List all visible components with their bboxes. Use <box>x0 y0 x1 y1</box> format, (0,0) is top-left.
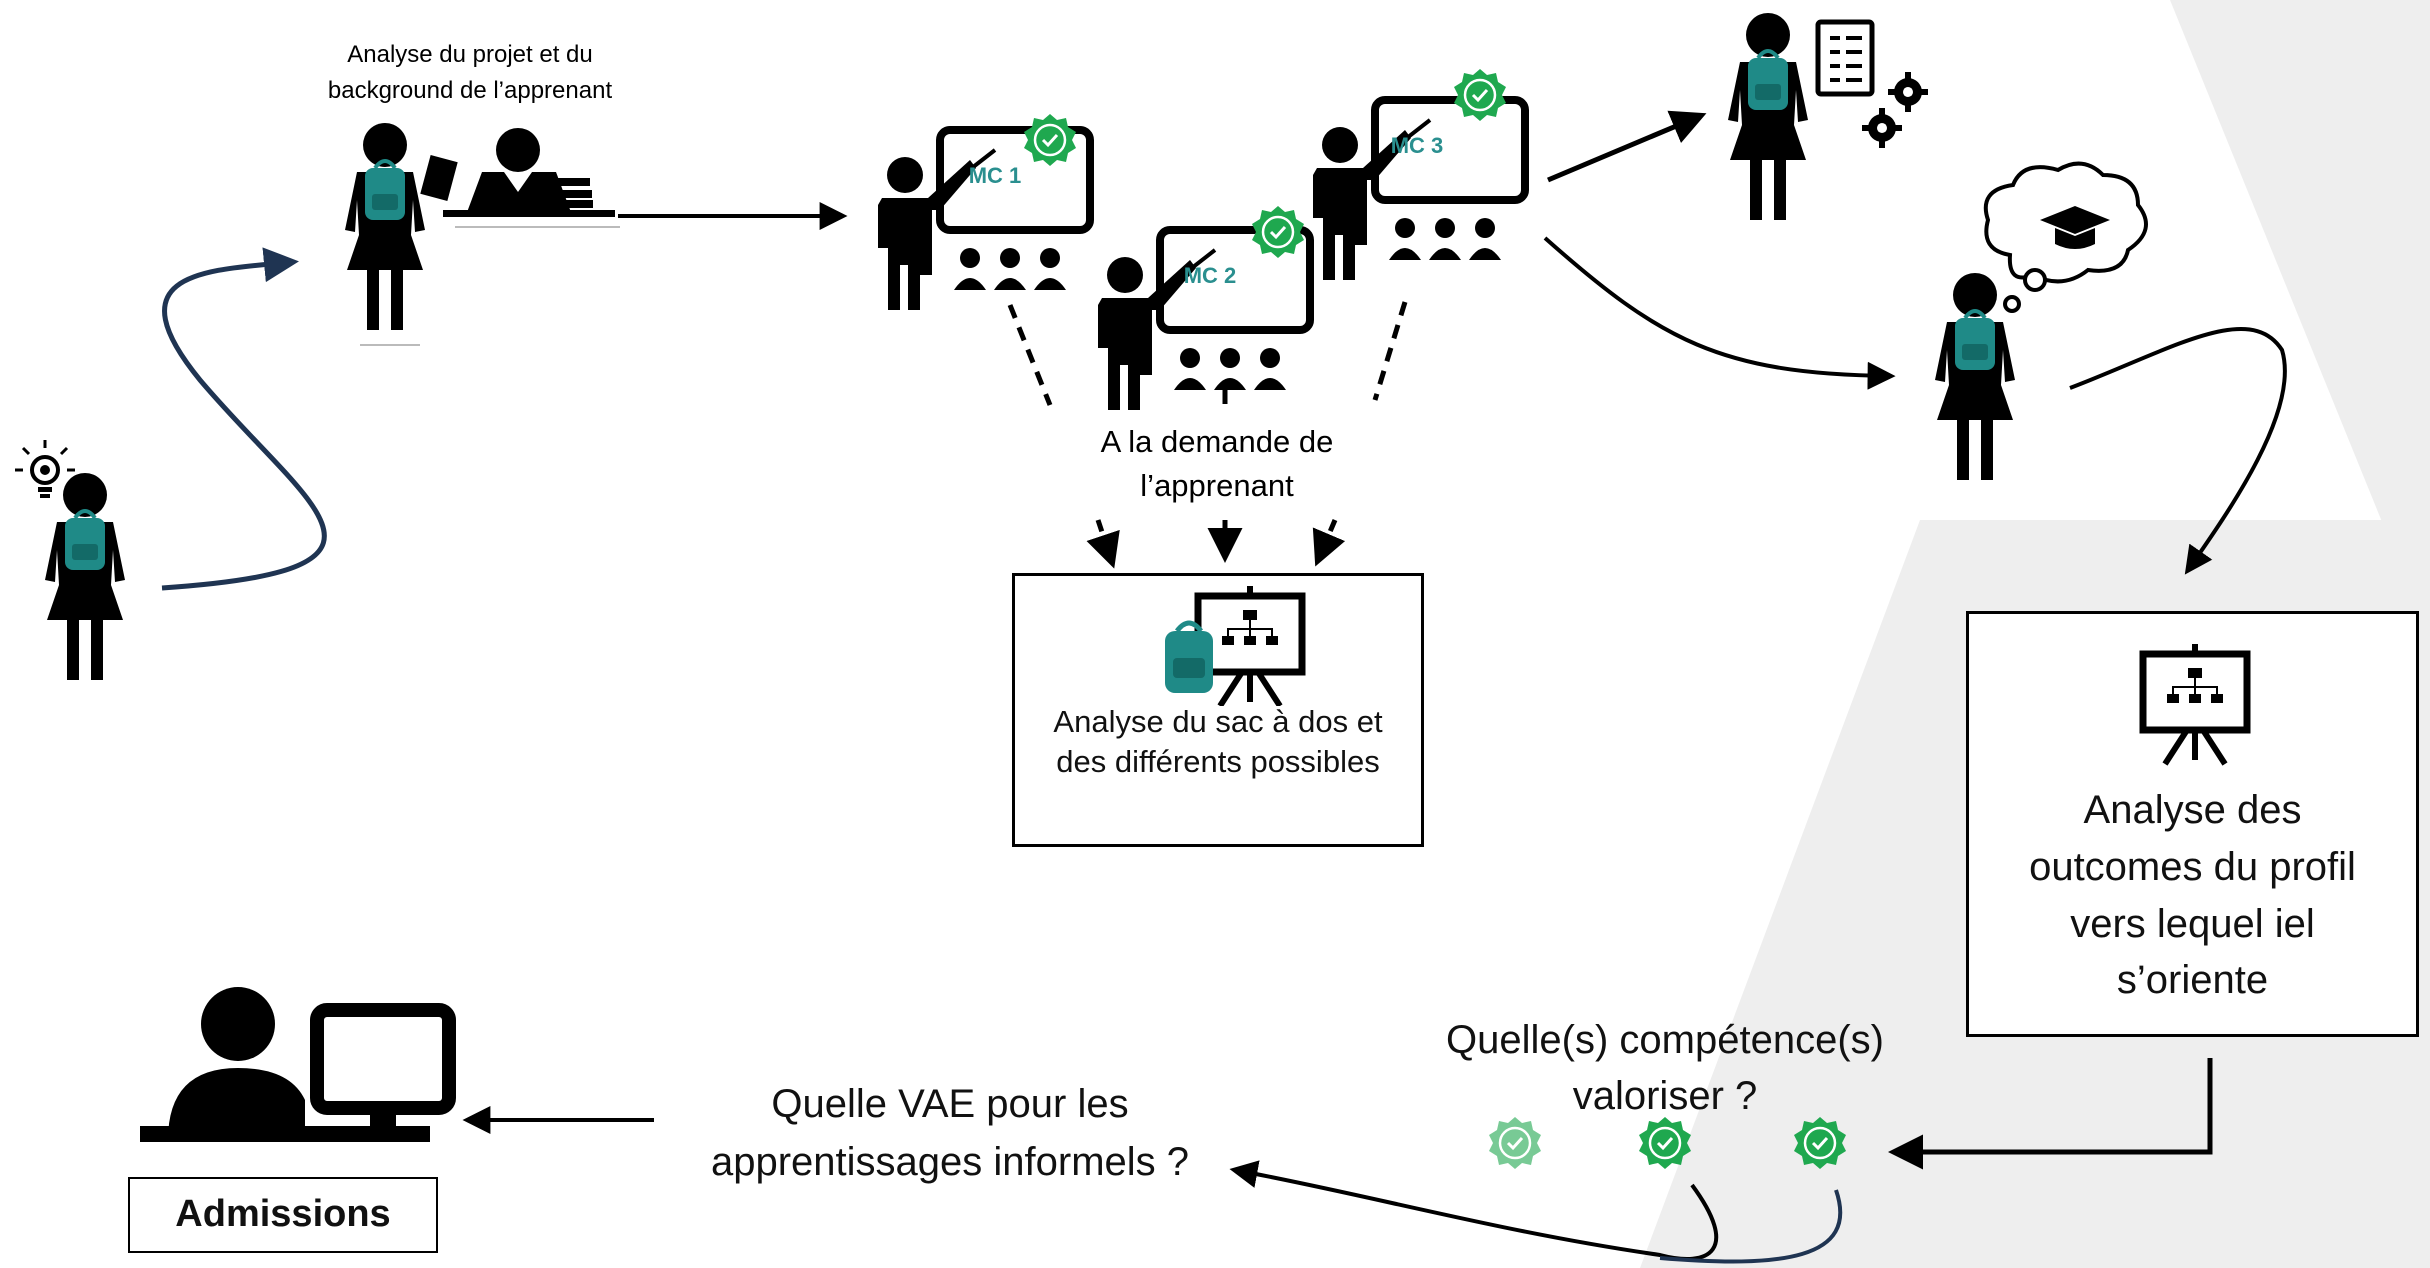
checklist-icon <box>1815 19 1875 97</box>
student-icon-start <box>43 471 127 682</box>
presentation-chart-icon <box>1165 586 1335 706</box>
analyse-sac-box: Analyse du sac à dos et des différents p… <box>1012 573 1424 847</box>
curve-to-reception <box>161 247 327 591</box>
dashed-connectors <box>1007 301 1408 410</box>
label-analyse-sac: Analyse du sac à dos et des différents p… <box>1053 704 1383 780</box>
teacher-board-icon-mc1: MC 1 <box>878 130 1090 310</box>
checkmark-badge-icon-mc3 <box>1452 67 1508 123</box>
label-competences: Quelle(s) compétence(s) valoriser ? <box>1446 1018 1884 1118</box>
teacher-board-icon-mc3: MC 3 <box>1313 100 1525 280</box>
checkmark-badge-icon-light <box>1487 1115 1543 1171</box>
mc-label-2: MC 2 <box>1184 263 1237 288</box>
receptionist-icon <box>343 121 620 346</box>
mc-label-3: MC 3 <box>1391 133 1444 158</box>
mc-label-1: MC 1 <box>969 163 1022 188</box>
admissions-button[interactable]: Admissions <box>128 1177 438 1253</box>
arrow-to-outcomes-box <box>2069 326 2287 575</box>
graduation-cap-icon <box>2040 206 2110 249</box>
computer-user-icon <box>140 987 456 1142</box>
admissions-label: Admissions <box>175 1193 391 1235</box>
gears-icon <box>1862 72 1928 148</box>
checkmark-badge-icon-mc2 <box>1250 204 1306 260</box>
background-stripe-right <box>2170 0 2430 640</box>
student-icon-thinking <box>1933 271 2017 482</box>
label-analyse-outcomes: Analyse des outcomes du profil vers lequ… <box>2029 788 2356 1003</box>
arrow-to-thinking-student <box>1543 236 1896 390</box>
teacher-board-icon-mc2: MC 2 <box>1098 230 1310 410</box>
arrow-outcomes-to-competences <box>1888 1058 2213 1170</box>
label-vae: Quelle VAE pour les apprentissages infor… <box>710 1082 1190 1184</box>
analyse-outcomes-box: Analyse des outcomes du profil vers lequ… <box>1966 611 2419 1037</box>
arrow-to-checklist <box>1547 110 1707 183</box>
presentation-chart-icon-outcomes <box>2115 634 2275 774</box>
curve-badge3-loop <box>1659 1189 1843 1264</box>
student-icon-checklist <box>1726 11 1810 222</box>
backpack-icon <box>1165 620 1213 693</box>
lightbulb-icon <box>15 440 75 498</box>
checkmark-badge-icon-mc1 <box>1022 112 1078 168</box>
dashed-arrows-to-box <box>1086 519 1346 569</box>
curve-badges-to-vae <box>1229 1160 1719 1261</box>
